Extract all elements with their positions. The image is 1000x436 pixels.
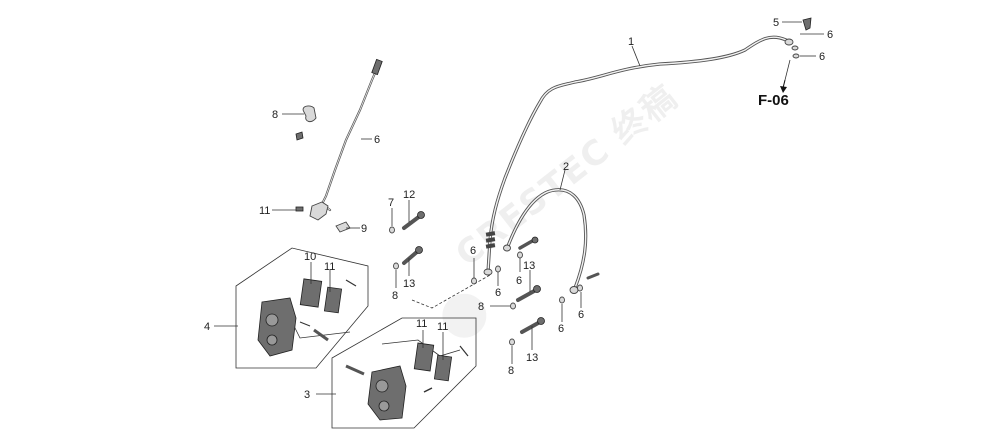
callout-label: 8 (272, 109, 278, 121)
callout-label: 11 (437, 321, 448, 333)
callout-label: 8 (392, 290, 398, 302)
callout-label: 4 (204, 321, 210, 333)
callout-label: 1 (628, 36, 634, 48)
callout-label: 5 (773, 17, 779, 29)
callout-label: 6 (495, 287, 501, 299)
callout-label: 6 (374, 134, 380, 146)
callout-label: 11 (416, 318, 427, 330)
callout-label: 11 (324, 261, 335, 273)
callout-label: 6 (558, 323, 564, 335)
caliper-assembly-3[interactable] (331, 317, 477, 429)
callout-label: 8 (508, 365, 514, 377)
watermark: CRESTEC 终稿 (442, 77, 686, 338)
callout-label: 12 (403, 189, 415, 201)
banjo-bolt-13-b[interactable] (402, 246, 423, 265)
callout-label: 9 (361, 223, 367, 235)
callout-label: 13 (526, 352, 538, 364)
callout-label: 6 (470, 245, 476, 257)
assembly-guide-lines (411, 59, 791, 309)
callout-label: 2 (563, 161, 569, 173)
callout-label: 6 (516, 275, 522, 287)
screw-12[interactable] (295, 206, 304, 212)
callout-label: 7 (388, 197, 394, 209)
callout-label: 6 (827, 29, 833, 41)
bolt-right[interactable] (586, 272, 600, 280)
callout-label: 6 (578, 309, 584, 321)
small-bolt[interactable] (295, 131, 304, 141)
callout-label: 13 (523, 260, 535, 272)
callout-label: 10 (304, 251, 316, 263)
washers[interactable] (389, 17, 812, 346)
figure-reference-label[interactable]: F-06 (758, 92, 789, 109)
watermark-text: CRESTEC 终稿 (448, 77, 685, 275)
sensor-wire-7[interactable] (309, 58, 383, 221)
banjo-bolt-13-d[interactable] (520, 317, 545, 334)
callout-label: 13 (403, 278, 415, 290)
bracket-10[interactable] (335, 221, 351, 233)
banjo-bolt-13-c[interactable] (516, 236, 541, 302)
caliper-assembly-4[interactable] (235, 247, 369, 369)
callout-labels: 1 2 3 4 5 6 6 6 6 6 6 6 6 7 8 8 8 8 9 10… (204, 17, 833, 401)
callout-label: 3 (304, 389, 310, 401)
callout-label: 11 (259, 205, 270, 217)
callout-label: 6 (819, 51, 825, 63)
brake-hose-1[interactable] (483, 35, 794, 276)
clip-9[interactable] (302, 105, 317, 123)
banjo-bolt-13-a[interactable] (402, 211, 425, 230)
callout-label: 8 (478, 301, 484, 313)
leader-lines (214, 21, 824, 395)
